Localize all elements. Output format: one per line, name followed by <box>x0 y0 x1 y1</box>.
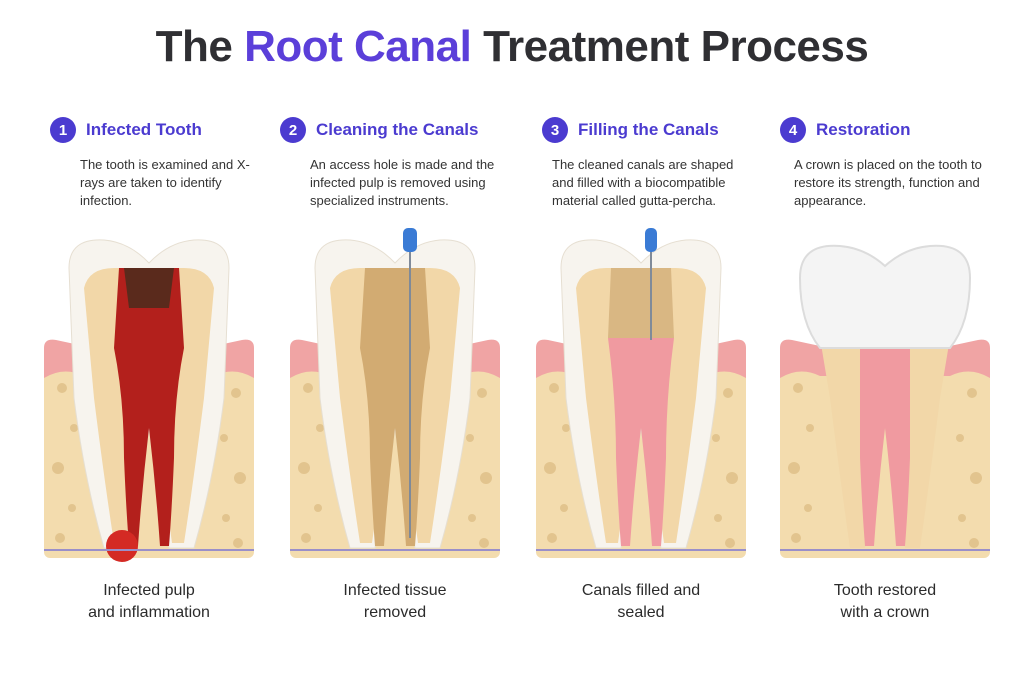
step-1-header: 1 Infected Tooth <box>50 116 295 144</box>
step-2-number-badge: 2 <box>280 117 306 143</box>
bone-pores <box>52 383 246 548</box>
title-part2: Treatment Process <box>471 22 869 71</box>
caption-4: Tooth restored with a crown <box>780 580 990 624</box>
title-part1: The <box>155 22 245 71</box>
step-3-header: 3 Filling the Canals <box>542 116 787 144</box>
access-cavity <box>608 268 674 338</box>
gutta-percha <box>608 338 674 546</box>
infected-pulp <box>114 268 184 546</box>
step-4-number-badge: 4 <box>780 117 806 143</box>
step-3: 3 Filling the Canals The cleaned canals … <box>542 116 787 210</box>
step-3-number-badge: 3 <box>542 117 568 143</box>
page-title: The Root Canal Treatment Process <box>0 22 1024 72</box>
caption-4-line2: with a crown <box>840 604 930 621</box>
bone-pores <box>544 383 738 548</box>
gutta-percha <box>860 348 910 546</box>
crown <box>798 244 972 349</box>
title-accent-root: Root <box>244 22 343 71</box>
endodontic-file-icon <box>645 228 657 252</box>
step-1-description: The tooth is examined and X-rays are tak… <box>80 157 250 208</box>
endodontic-file-icon <box>403 228 417 252</box>
cleaned-canal <box>360 268 430 546</box>
step-2-title: Cleaning the Canals <box>316 120 479 139</box>
step-3-description: The cleaned canals are shaped and filled… <box>552 157 734 208</box>
abscess <box>106 530 138 562</box>
step-1: 1 Infected Tooth The tooth is examined a… <box>50 116 295 210</box>
tooth-filled-illustration <box>536 228 746 558</box>
caption-2-line1: Infected tissue <box>343 582 447 599</box>
step-1-title: Infected Tooth <box>86 120 202 139</box>
bone-pores <box>788 383 982 548</box>
step-4-header: 4 Restoration <box>780 116 1024 144</box>
decay <box>124 268 174 308</box>
caption-1: Infected pulp and inflammation <box>44 580 254 624</box>
caption-1-line2: and inflammation <box>88 604 210 621</box>
caption-3-line2: sealed <box>617 604 665 621</box>
dentin <box>820 338 950 548</box>
title-space <box>342 22 354 71</box>
step-2: 2 Cleaning the Canals An access hole is … <box>280 116 525 210</box>
bone-pores <box>298 383 492 548</box>
title-accent-canal: Canal <box>354 22 472 71</box>
step-3-title: Filling the Canals <box>578 120 719 139</box>
step-4-description: A crown is placed on the tooth to restor… <box>794 157 982 208</box>
caption-3-line1: Canals filled and <box>581 582 701 599</box>
step-2-header: 2 Cleaning the Canals <box>280 116 525 144</box>
step-4: 4 Restoration A crown is placed on the t… <box>780 116 1024 210</box>
step-2-description: An access hole is made and the infected … <box>310 157 495 208</box>
caption-4-line1: Tooth restored <box>833 582 937 599</box>
caption-3: Canals filled and sealed <box>536 580 746 624</box>
step-1-number-badge: 1 <box>50 117 76 143</box>
tooth-infected-illustration <box>44 239 254 562</box>
tooth-crowned-illustration <box>780 244 990 558</box>
caption-2: Infected tissue removed <box>290 580 500 624</box>
step-4-title: Restoration <box>816 120 911 139</box>
caption-2-line2: removed <box>363 604 427 621</box>
tooth-cleaning-illustration <box>290 228 500 558</box>
caption-1-line1: Infected pulp <box>103 582 195 599</box>
